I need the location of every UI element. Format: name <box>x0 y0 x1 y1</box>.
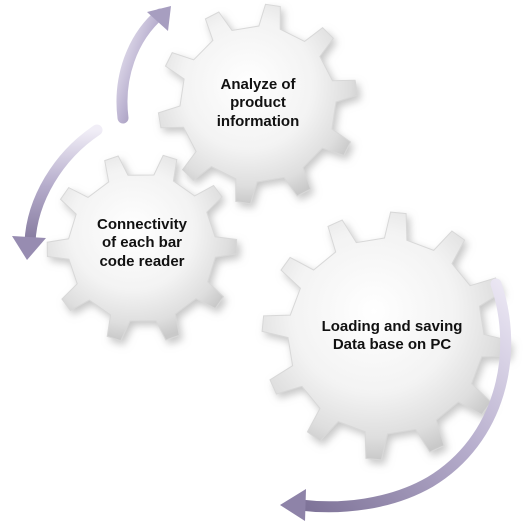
gear-connectivity-label: Connectivity of each bar code reader <box>82 216 202 271</box>
gear-loading-label: Loading and saving Data base on PC <box>308 318 476 355</box>
gear-loading-label-line-2: Data base on PC <box>332 336 452 354</box>
gear-analyze-label-line-2: product <box>230 94 286 112</box>
gear-left-body <box>46 154 238 342</box>
gear-top-body <box>157 3 359 205</box>
gear-loading <box>261 211 511 461</box>
gear-analyze-label-line-1: Analyze of <box>220 76 296 93</box>
arrow-right-bottom <box>280 278 512 521</box>
gear-connectivity-label-line-2: of each bar <box>101 234 183 252</box>
gear-connectivity <box>46 154 238 342</box>
gear-loading-label-line-1: Loading and saving <box>321 318 463 335</box>
gear-connectivity-label-line-3: code reader <box>99 252 185 270</box>
gear-analyze-label: Analyze of product information <box>188 76 328 131</box>
gear-connectivity-label-line-1: Connectivity <box>96 216 187 233</box>
gear-analyze-label-line-3: information <box>216 112 300 130</box>
arrow-top-left <box>116 6 171 124</box>
gear-analyze <box>157 3 359 205</box>
arrow-left <box>12 124 103 260</box>
gear-right-body <box>261 211 511 461</box>
